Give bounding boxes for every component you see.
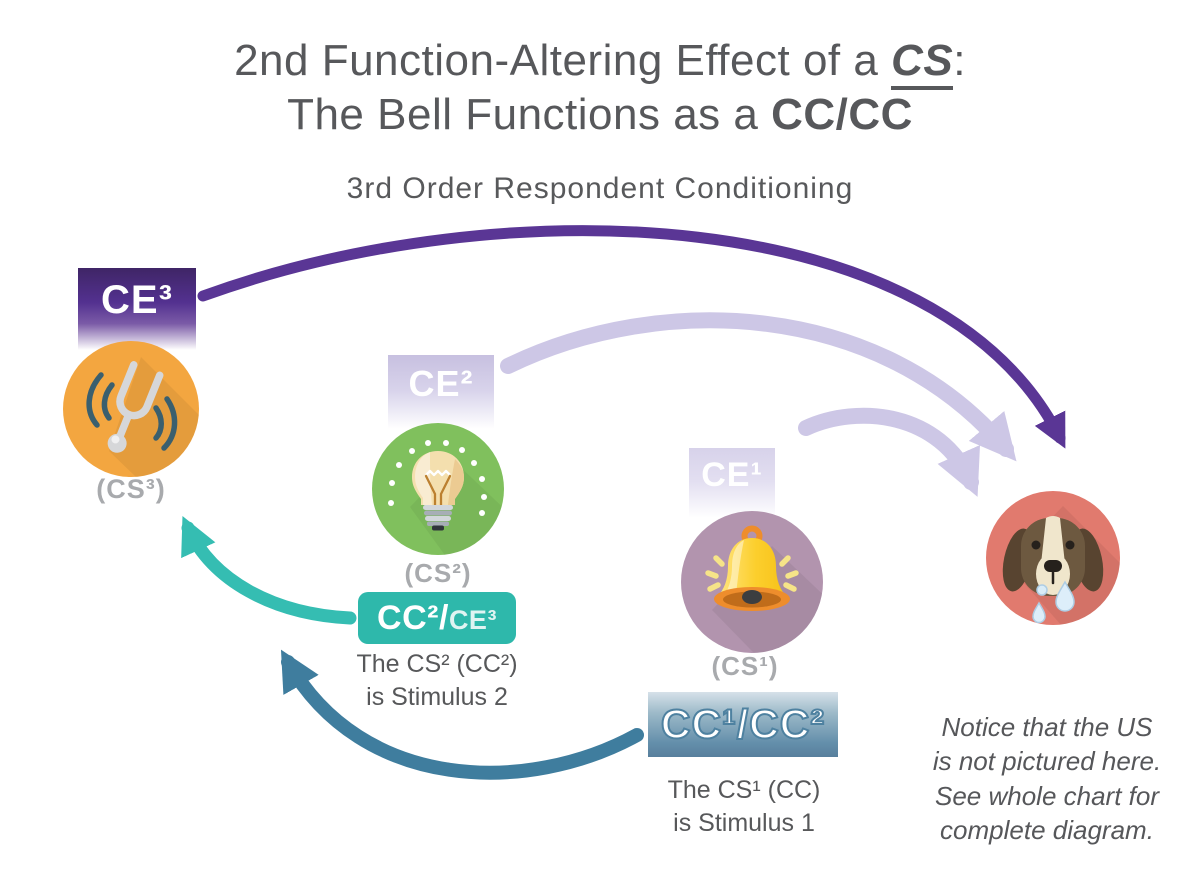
tuning-fork-icon [63,341,199,477]
stimulus1-caption: The CS¹ (CC) is Stimulus 1 [644,774,844,839]
badge-ce3-part: CE³ [448,605,497,635]
subtitle: 3rd Order Respondent Conditioning [346,172,854,205]
arrow-cc1cc2-up [280,649,644,780]
badge-cc2-part: CC²/ [377,599,449,637]
us-note-line3: See whole chart for [934,780,1159,811]
badge-cc2-ce3: CC²/CE³ [358,592,516,644]
title-line2-text: The Bell Functions as a [287,89,772,139]
badge-ce3: CE³ [78,268,196,350]
stimulus2-caption-line1: The CS² (CC²) [356,650,518,678]
stimulus1-caption-line1: The CS¹ (CC) [667,776,821,804]
badge-cc1-cc2: CC¹/CC² [648,692,838,757]
us-note-line1: Notice that the US [941,712,1153,742]
title-cccc-emphasis: CC/CC [771,89,913,139]
caption-cs3: (CS³) [96,474,166,504]
title-cs-emphasis: CS [891,36,954,90]
arrow-cc2ce3-to-cs3 [181,516,357,625]
us-note: Notice that the US is not pictured here.… [910,710,1184,847]
page-title: 2nd Function-Altering Effect of a CS: Th… [0,34,1200,141]
arrow-ce3-to-dog [197,225,1066,449]
stimulus2-caption-line2: is Stimulus 2 [366,682,508,711]
arrow-ce1-to-dog [798,407,980,497]
us-note-line2: is not pictured here. [932,746,1162,777]
dog-icon [986,491,1120,625]
light-bulb-icon [372,423,504,555]
title-colon: : [953,36,966,85]
stimulus2-caption: The CS² (CC²) is Stimulus 2 [337,648,537,713]
arrow-ce2-to-dog [500,312,1017,462]
caption-cs1: (CS¹) [711,651,779,681]
bell-icon [681,511,823,653]
title-line-2: The Bell Functions as a CC/CC [0,88,1200,142]
title-line1-text: 2nd Function-Altering Effect of a [234,36,892,85]
caption-cs2: (CS²) [404,558,472,588]
badge-ce1: CE¹ [689,448,775,518]
title-line-1: 2nd Function-Altering Effect of a CS: [0,34,1200,90]
stimulus1-caption-line2: is Stimulus 1 [673,808,815,837]
badge-ce2: CE² [388,355,494,429]
us-note-line4: complete diagram. [940,814,1154,845]
